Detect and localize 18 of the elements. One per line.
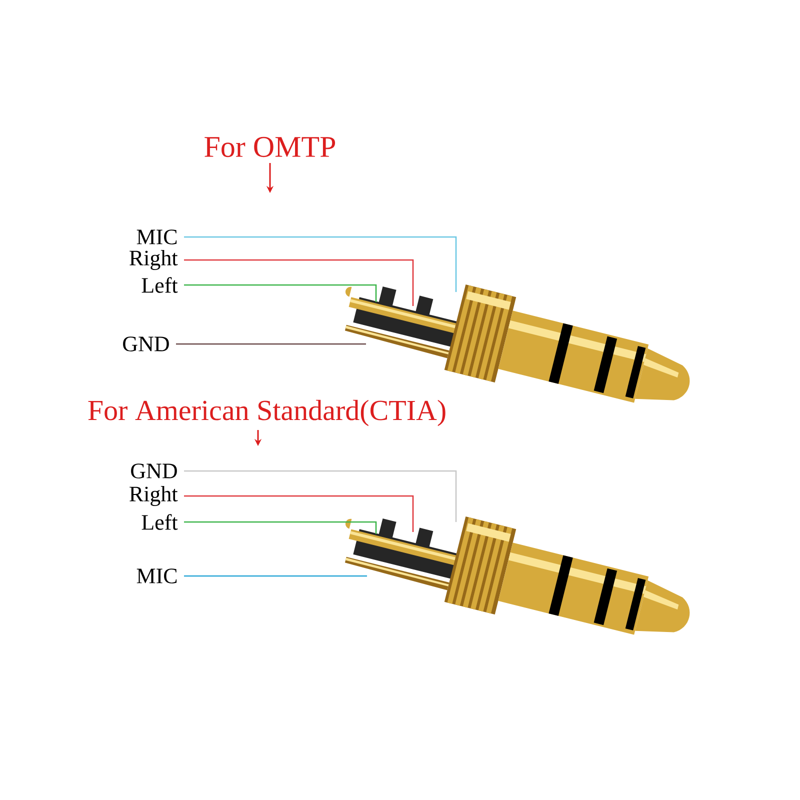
heading: For American Standard(CTIA) <box>88 400 446 426</box>
leader-line <box>184 495 414 532</box>
pin-label: Left <box>142 514 178 530</box>
leader-line <box>184 575 367 577</box>
leader-line <box>184 259 414 306</box>
leader-line <box>184 236 457 292</box>
pin-label: GND <box>131 464 177 478</box>
leader-line <box>184 521 377 534</box>
pin-label: Left <box>142 277 178 293</box>
leader-line <box>176 343 366 345</box>
pin-label: Right <box>130 250 178 270</box>
pin-label: GND <box>123 336 169 352</box>
pin-label: Right <box>130 486 178 506</box>
heading: For OMTP <box>204 136 336 158</box>
leader-line <box>184 284 377 302</box>
leader-line <box>184 470 457 522</box>
pin-label: MIC <box>136 568 177 584</box>
pin-label: MIC <box>136 230 177 244</box>
